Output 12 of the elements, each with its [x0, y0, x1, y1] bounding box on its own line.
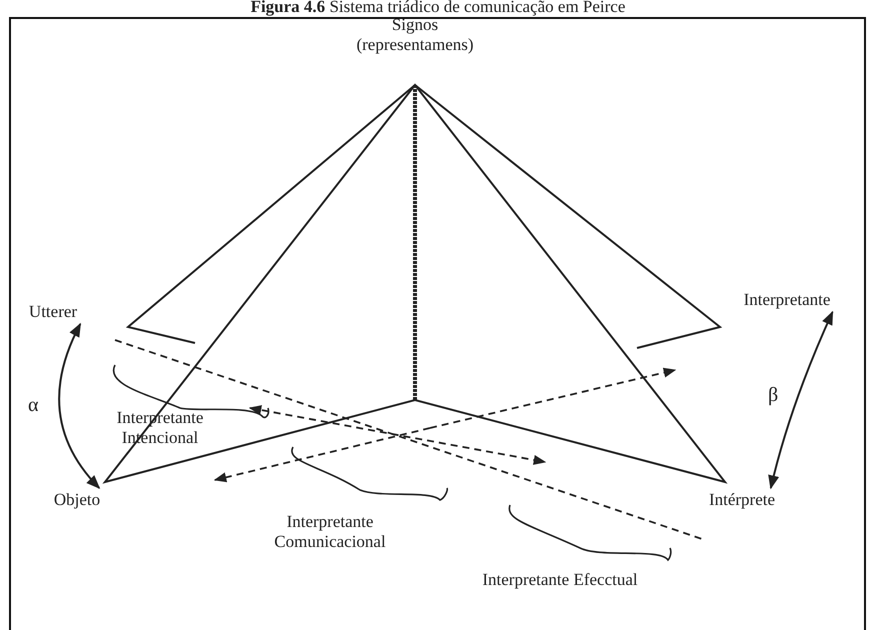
figure-title: Figura 4.6 Sistema triádico de comunicação em Peirce — [250, 0, 626, 17]
vertex-label: Utterer — [14, 302, 92, 322]
brace-label: Interpretante Comunicacional — [240, 512, 420, 552]
edge-label: β — [768, 385, 778, 405]
vertex-label: Objeto — [40, 490, 114, 510]
double-arrow-arc — [58, 322, 100, 490]
brace-label: Interpretante Efecctual — [480, 570, 640, 590]
vertex-label: Intérprete — [694, 490, 790, 510]
vertex-label: Signos (representamens) — [335, 15, 495, 55]
vertex-label: Interpretante — [722, 290, 852, 310]
double-arrow-arc — [768, 310, 834, 490]
edge-label: α — [28, 395, 38, 415]
